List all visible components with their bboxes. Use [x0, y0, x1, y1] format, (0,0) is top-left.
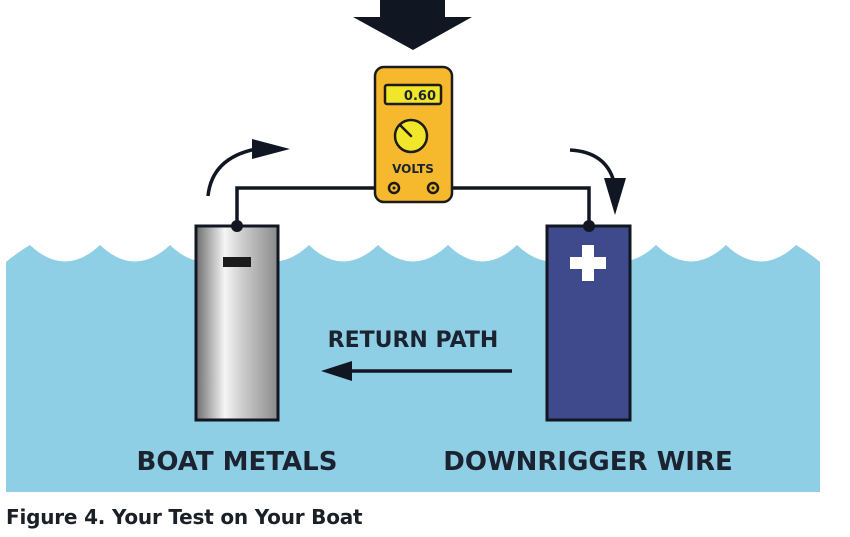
big-down-arrow-icon [353, 0, 472, 50]
negative-electrode-boat-metals [194, 220, 280, 422]
boat-metals-label: BOAT METALS [137, 447, 338, 477]
curved-arrow-right-icon [206, 139, 290, 197]
arrow-left-icon [321, 361, 512, 381]
positive-electrode-downrigger [545, 220, 632, 422]
voltmeter: 0.60 VOLTS [373, 65, 454, 204]
meter-display [383, 83, 443, 106]
curved-arrow-down-icon [569, 148, 626, 215]
meter-reading: 0.60 [404, 89, 436, 104]
test-wires [235, 186, 591, 226]
meter-unit-label: VOLTS [392, 162, 434, 176]
minus-sign-icon [223, 257, 251, 267]
return-path-label: RETURN PATH [328, 328, 499, 353]
figure-caption: Figure 4. Your Test on Your Boat [6, 505, 363, 529]
plus-sign-icon [570, 245, 606, 281]
downrigger-wire-label: DOWNRIGGER WIRE [443, 447, 732, 477]
